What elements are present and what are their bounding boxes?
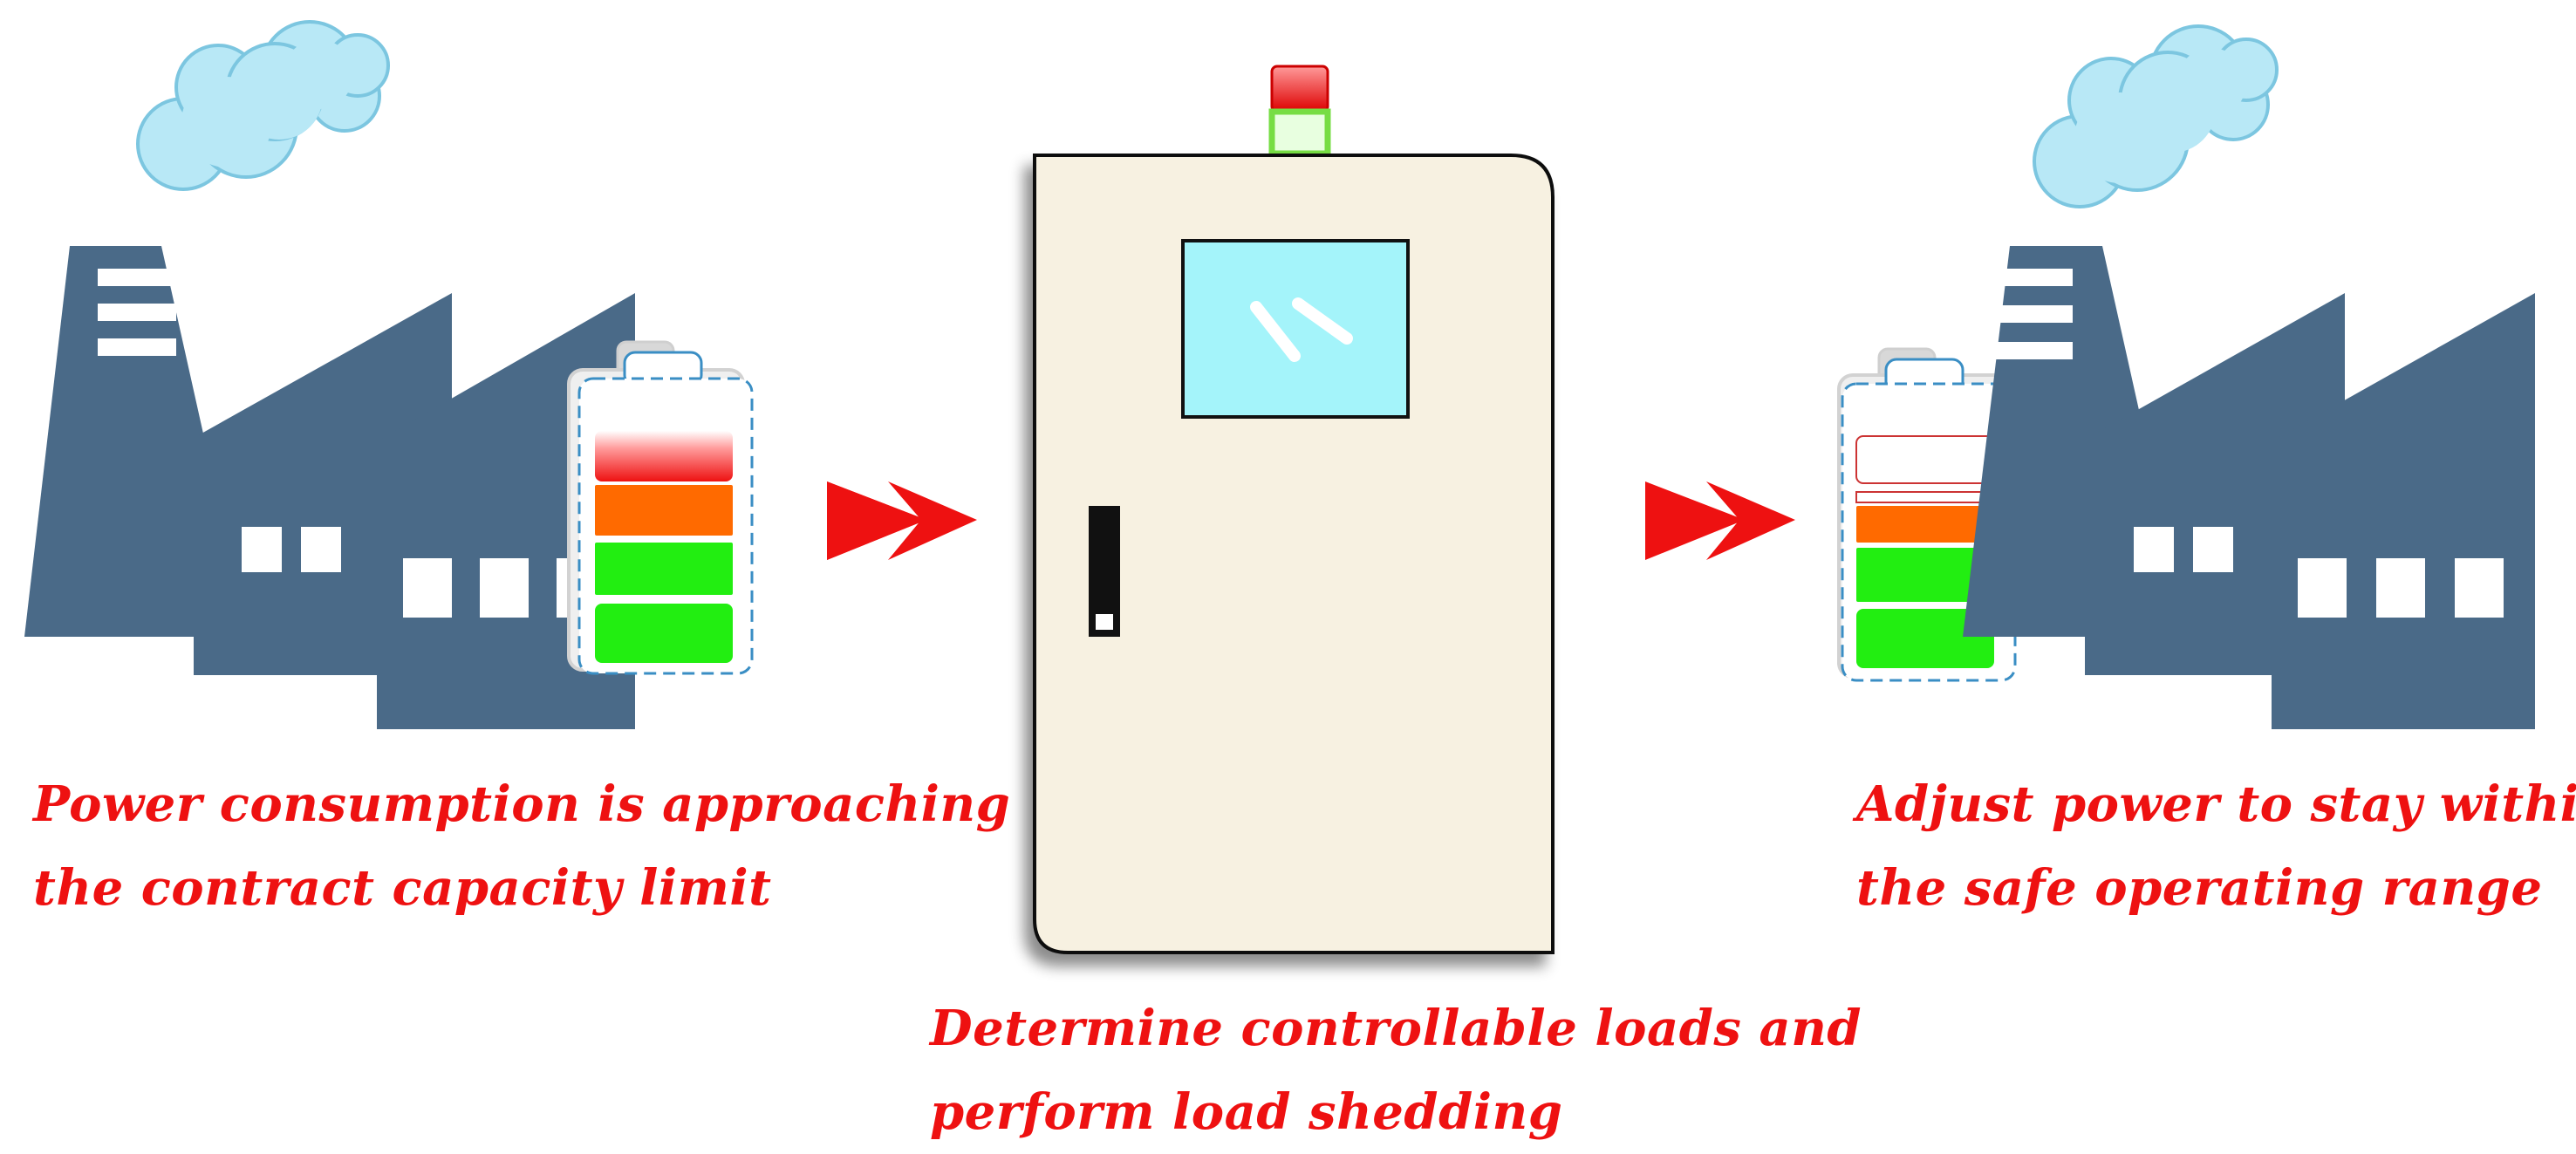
caption-center: Determine controllable loads and perform… — [930, 987, 1862, 1154]
caption-left-line-1: Power consumption is approaching — [33, 775, 1011, 833]
right-building-2 — [2272, 293, 2535, 729]
caption-right-line-2: the safe operating range — [1856, 859, 2543, 917]
caption-right-line-1: Adjust power to stay within — [1856, 775, 2576, 833]
caption-left: Power consumption is approaching the con… — [33, 762, 1010, 930]
signal-tower-light-icon — [1268, 65, 1331, 157]
caption-center-line-2: perform load shedding — [930, 1083, 1563, 1141]
cabinet-body — [1033, 154, 1554, 954]
left-double-chevron-right-icon — [827, 481, 977, 560]
caption-center-line-1: Determine controllable loads and — [930, 1000, 1862, 1057]
left-chimney — [24, 246, 249, 637]
right-factory-icon — [1963, 24, 2535, 729]
right-double-chevron-right-icon — [1645, 481, 1795, 560]
caption-left-line-2: the contract capacity limit — [33, 859, 772, 917]
cabinet-screen — [1181, 239, 1410, 419]
left-factory-icon — [24, 20, 635, 729]
control-cabinet-icon — [1033, 65, 1554, 954]
caption-right: Adjust power to stay within the safe ope… — [1856, 762, 2576, 930]
left-battery-icon — [567, 340, 754, 675]
